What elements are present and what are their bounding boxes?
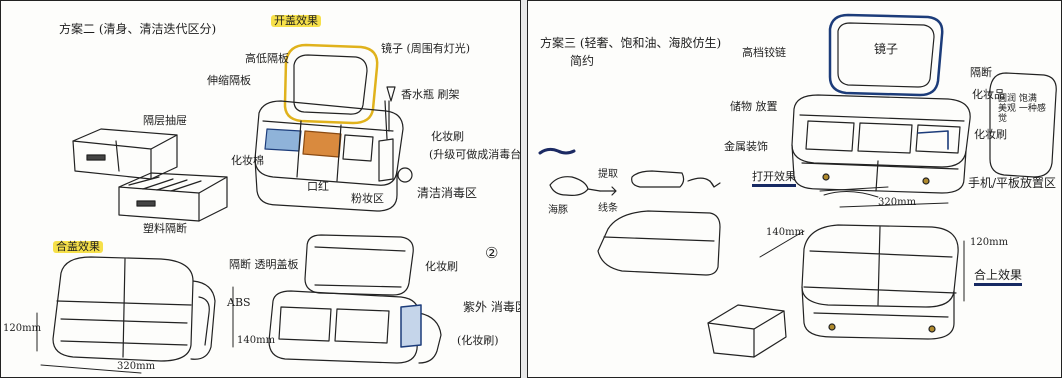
label-uv-cleaning: 紫外 消毒区 <box>463 300 521 314</box>
label-phone-stand: 手机/平板放置区 <box>968 176 1057 190</box>
label-storage: 储物 放置 <box>730 100 778 113</box>
label-golden-button: 金属装饰 <box>724 140 768 153</box>
label-line-shape: 线条 <box>598 203 618 214</box>
label-mirror-light: 镜子 (周围有灯光) <box>381 42 471 55</box>
closed-effect-label: 合上效果 <box>974 268 1023 287</box>
concept-sheet-left: 方案二 (清身、清洁迭代区分) 开盖效果 合盖效果 ② 镜子 (周围有灯光) 高… <box>0 0 521 378</box>
sheet-title: 方案二 (清身、清洁迭代区分) <box>59 22 217 36</box>
label-elastic-divider: 伸缩隔板 <box>207 74 251 87</box>
open-effect-label: 打开效果 <box>752 170 796 188</box>
label-makeup-brush: 化妆刷 <box>431 130 464 143</box>
dimension-width: 320mm <box>878 197 917 208</box>
design-note: 圆润 饱满 美观 一种感觉 <box>998 94 1046 124</box>
dimension-height: 120mm <box>3 323 42 334</box>
label-mirror: 镜子 <box>874 42 899 56</box>
open-case-sketch <box>254 43 404 212</box>
label-cosmetic-zone: 粉妆区 <box>351 192 384 205</box>
sheet-title: 方案三 (轻奢、饱和油、海胶仿生) <box>540 36 722 50</box>
drawer-sketch <box>72 128 178 180</box>
open-case-sketch-2 <box>268 234 442 364</box>
dimension-height: 120mm <box>970 237 1009 248</box>
label-divider: 隔断 <box>970 66 992 79</box>
dimension-depth: 140mm <box>237 335 276 346</box>
label-makeup-brush-2: 化妆刷 <box>425 260 458 273</box>
sheet-title-line-2: 简约 <box>570 54 595 68</box>
label-hinge: 高档铰链 <box>742 46 786 59</box>
concept-number: ② <box>485 244 499 262</box>
label-seal: 海豚 <box>548 205 568 216</box>
label-brush-zone: 化妆刷 <box>974 128 1007 141</box>
label-drawer: 隔层抽屉 <box>143 114 187 127</box>
tray-sketch <box>118 172 228 222</box>
concept-sheet-right: 方案三 (轻奢、饱和油、海胶仿生) 简约 打开效果 合上效果 镜子 高档铰链 隔… <box>527 0 1062 378</box>
sketch-drawing-right <box>538 13 1057 358</box>
sketch-drawing-left <box>36 43 442 374</box>
dimension-width: 320mm <box>117 361 156 372</box>
label-perfume-bottle: 香水瓶 刷架 <box>401 88 460 101</box>
closed-case-sketch <box>36 256 234 374</box>
label-makeup-cotton: 化妆棉 <box>231 154 264 167</box>
label-extract: 提取 <box>598 169 618 180</box>
closed-effect-badge: 合盖效果 <box>53 240 103 254</box>
label-brush-holder: (化妆刷) <box>457 334 499 347</box>
label-plastic-divider: 塑料隔断 <box>143 222 187 235</box>
label-divider-clear: 隔断 透明盖板 <box>229 258 299 271</box>
label-brush-note: (升级可做成消毒台 <box>429 148 521 161</box>
dimension-depth: 140mm <box>766 227 805 238</box>
label-high-divider: 高低隔板 <box>245 52 289 65</box>
label-cleaning-zone: 清洁消毒区 <box>417 186 478 200</box>
open-effect-badge: 开盖效果 <box>271 14 321 28</box>
label-lipstick: 口红 <box>307 180 329 193</box>
label-makeup-storage: 化妆品 <box>972 88 1005 101</box>
label-abs: ABS <box>227 296 251 309</box>
